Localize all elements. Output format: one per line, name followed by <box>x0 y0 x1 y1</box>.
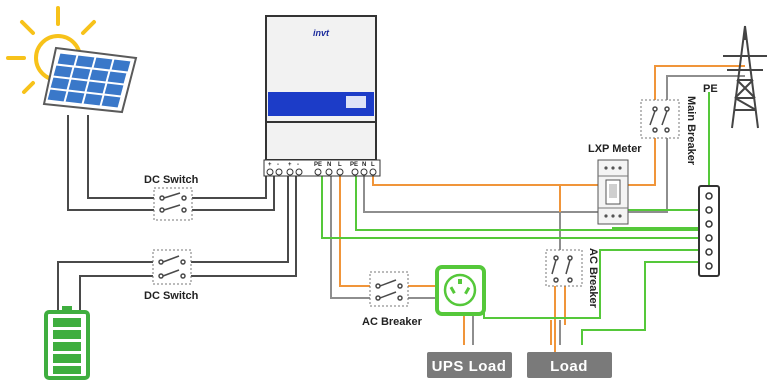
power-pylon-icon <box>723 25 767 129</box>
dc-switch-top-label: DC Switch <box>144 174 199 186</box>
ups-load-label: UPS Load <box>432 358 507 375</box>
solar-panel-icon <box>42 46 138 114</box>
battery-icon <box>44 306 90 380</box>
ac-in-pe-terminal: PE <box>350 162 358 168</box>
ac-out-pe-terminal: PE <box>314 162 322 168</box>
ups-socket-icon <box>435 265 486 316</box>
ac-out-n-terminal: N <box>327 162 331 168</box>
main-breaker-label: Main Breaker <box>685 96 697 166</box>
bat-minus-terminal: - <box>297 162 299 168</box>
ac-in-n-terminal: N <box>362 162 366 168</box>
brand-logo: invt <box>313 28 330 38</box>
dc-switch-bottom <box>152 249 192 285</box>
lxp-meter-label: LXP Meter <box>588 143 642 155</box>
pe-wires <box>321 92 710 345</box>
dc-switch-bottom-label: DC Switch <box>144 290 199 302</box>
meter-icon <box>597 159 629 225</box>
bat-plus-terminal: + <box>288 162 292 168</box>
pv-plus-terminal: + <box>268 162 272 168</box>
dc-switch-top <box>153 187 193 221</box>
ac-breaker-right <box>545 249 583 287</box>
dc-wires <box>57 115 297 310</box>
ac-breaker-left-label: AC Breaker <box>362 316 423 328</box>
main-breaker <box>640 99 680 139</box>
ground-bar-icon <box>698 185 720 277</box>
ac-in-l-terminal: L <box>371 162 375 168</box>
load-box: Load <box>527 352 612 378</box>
inverter-icon: invt + - + - PE N L PE N L <box>263 15 381 177</box>
pv-minus-terminal: - <box>277 162 279 168</box>
load-label: Load <box>550 358 588 375</box>
ac-out-l-terminal: L <box>338 162 342 168</box>
pe-label: PE <box>703 83 718 95</box>
ac-breaker-right-label: AC Breaker <box>587 248 599 309</box>
ac-breaker-left <box>369 271 409 307</box>
ups-load-box: UPS Load <box>427 352 512 378</box>
